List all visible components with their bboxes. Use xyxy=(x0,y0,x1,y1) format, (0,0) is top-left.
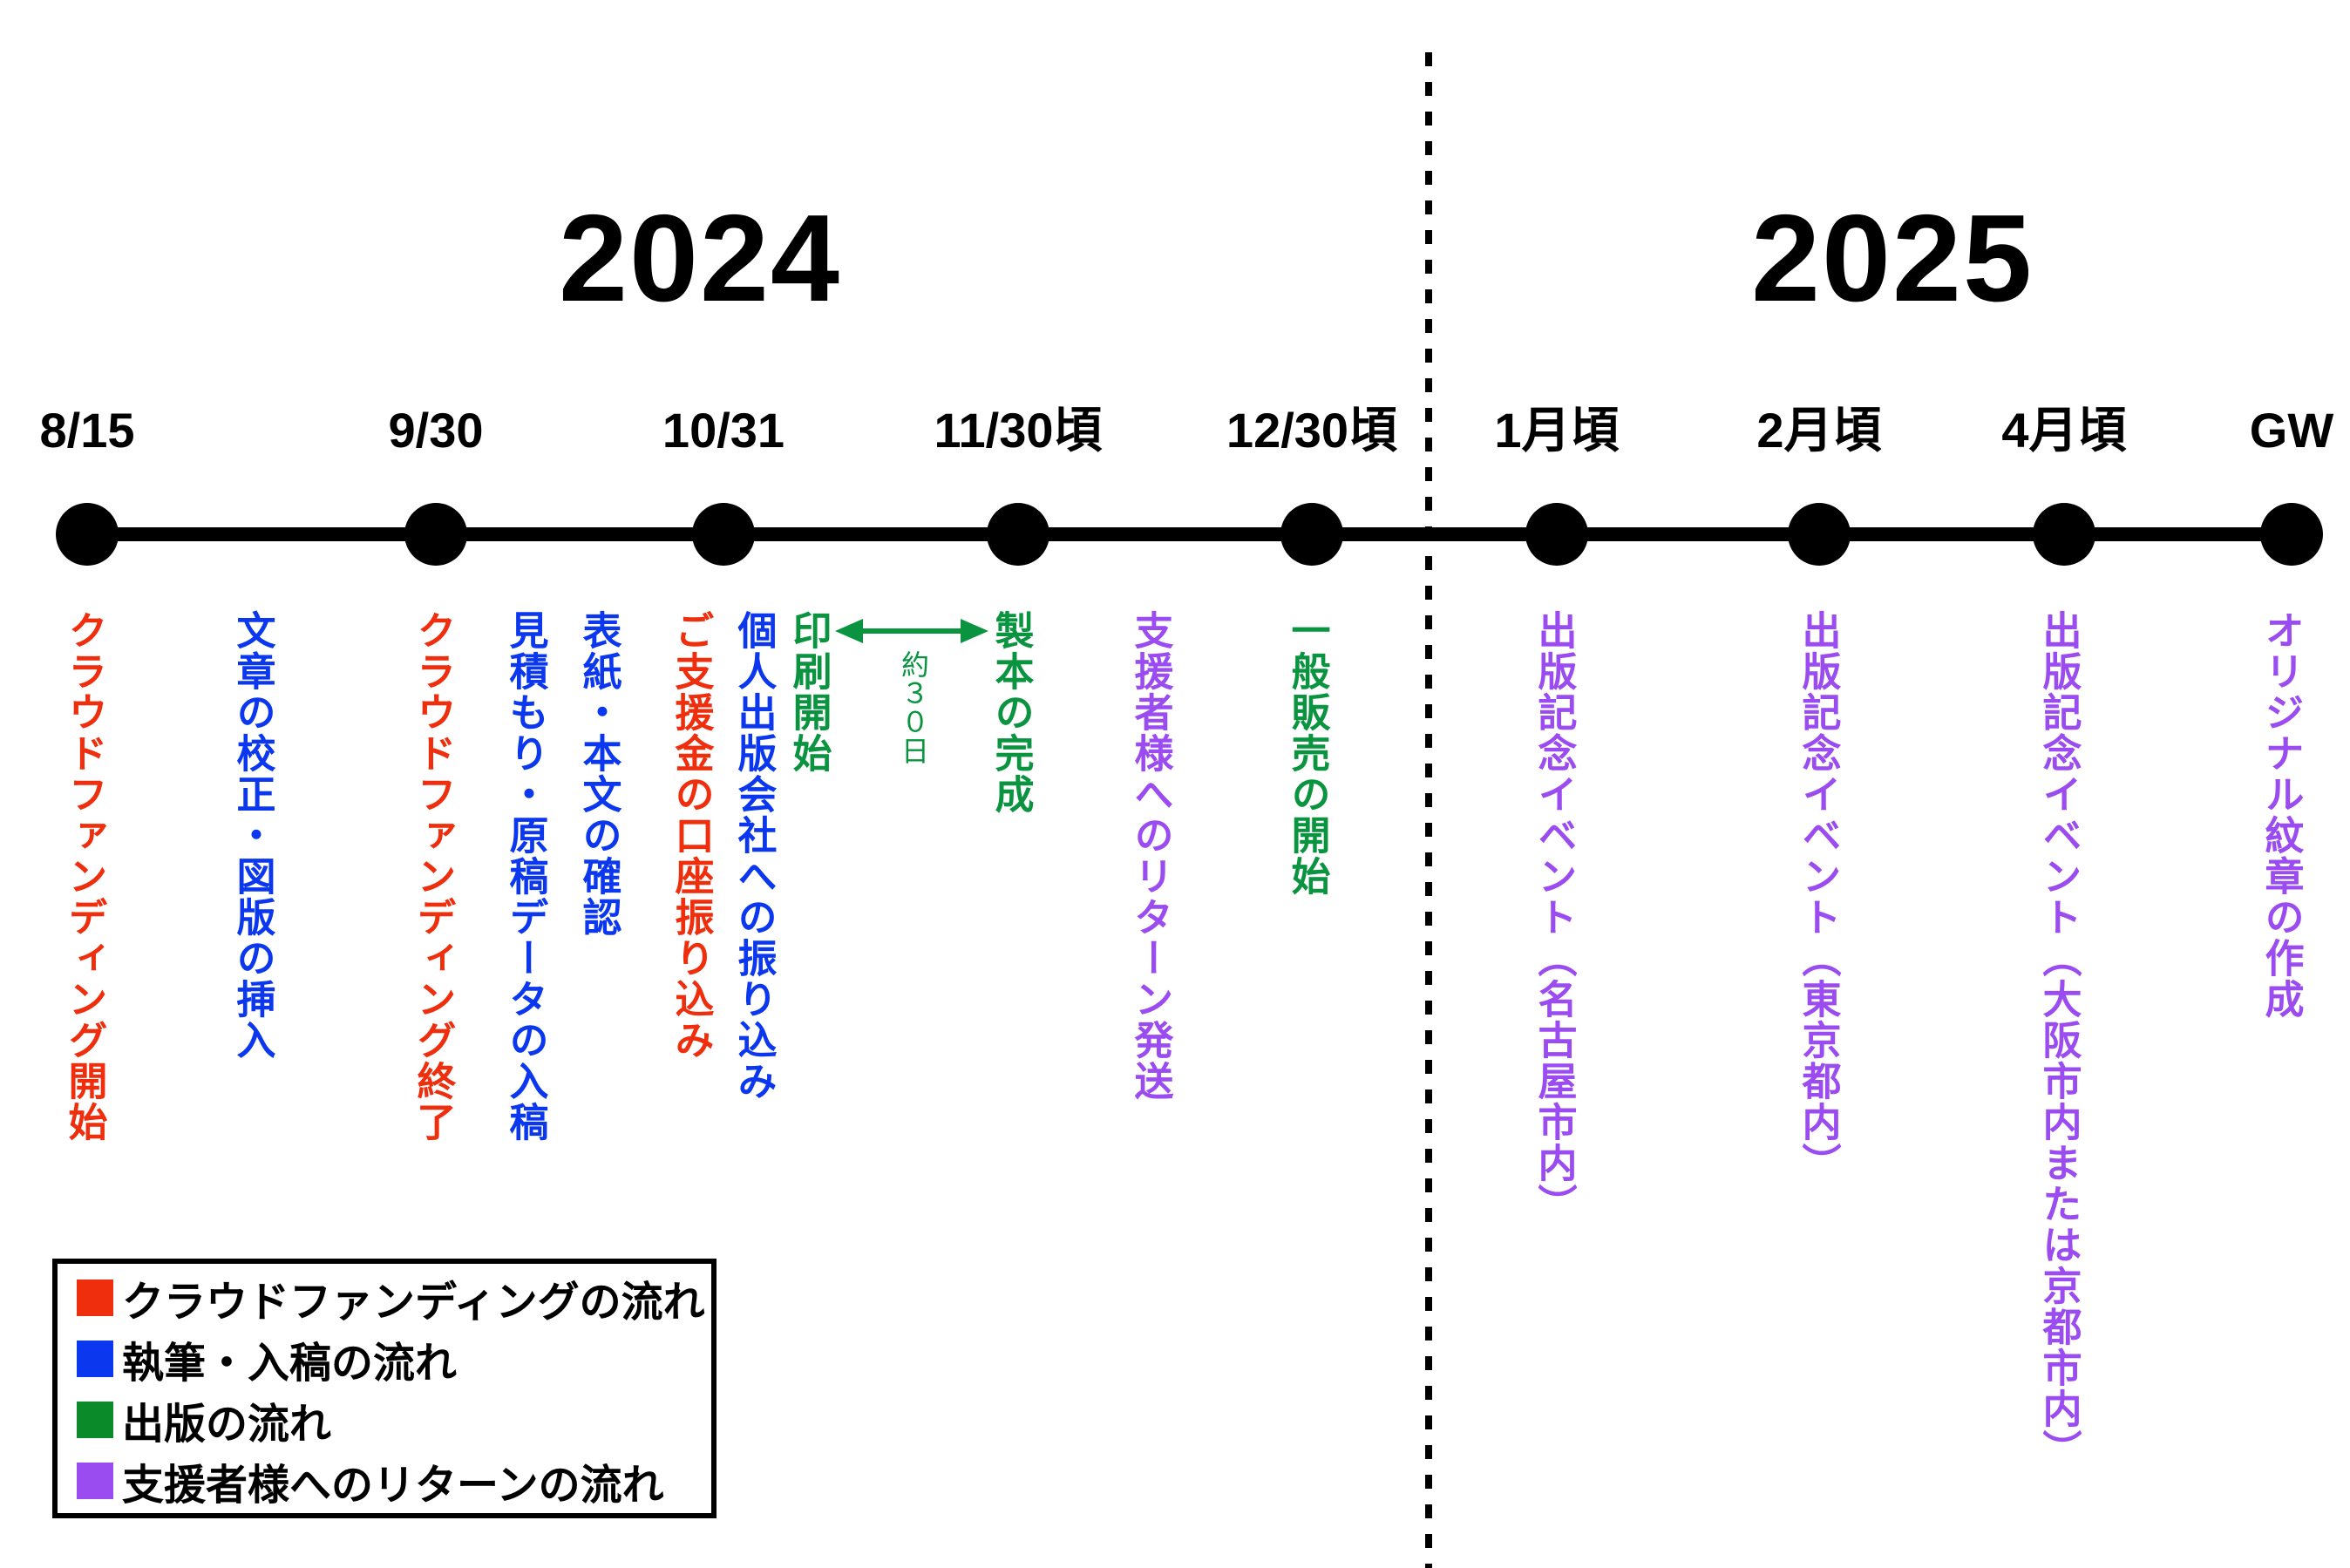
event-label: ご支援金の口座振り込み xyxy=(669,610,714,1061)
timeline-axis xyxy=(87,527,2292,541)
legend-item: 出版の流れ xyxy=(77,1389,711,1450)
event-label: 出版記念イベント（名古屋市内） xyxy=(1532,610,1577,1225)
legend-label: 出版の流れ xyxy=(122,1402,332,1448)
event-label: オリジナル紋章の作成 xyxy=(2258,610,2304,1020)
legend-item: クラウドファンディングの流れ xyxy=(77,1267,711,1328)
event-label: 製本の完成 xyxy=(988,610,1034,815)
legend: クラウドファンディングの流れ 執筆・入稿の流れ 出版の流れ 支援者様へのリターン… xyxy=(52,1259,717,1518)
event-label: 出版記念イベント（東京都内） xyxy=(1796,610,1841,1184)
date-label: 2月頃 xyxy=(1756,403,1882,458)
timeline-dot xyxy=(1280,503,1343,566)
timeline-dot xyxy=(56,503,119,566)
date-label: 8/15 xyxy=(39,403,135,458)
timeline-dot xyxy=(1788,503,1851,566)
event-label: 文章の校正・図版の挿入 xyxy=(230,610,275,1061)
legend-label: クラウドファンディングの流れ xyxy=(122,1280,705,1326)
date-label: 4月頃 xyxy=(2001,403,2127,458)
date-label: GW xyxy=(2249,403,2334,458)
event-label: 一般販売の開始 xyxy=(1285,610,1330,897)
legend-swatch-red-icon xyxy=(77,1280,113,1316)
year-divider-dashed-line xyxy=(1425,52,1432,1568)
event-label: 見積もり・原稿データの入稿 xyxy=(503,610,548,1143)
date-label: 10/31 xyxy=(662,403,785,458)
legend-swatch-blue-icon xyxy=(77,1341,113,1377)
date-label: 12/30頃 xyxy=(1226,403,1398,458)
timeline-dot xyxy=(2033,503,2095,566)
legend-item: 執筆・入稿の流れ xyxy=(77,1328,711,1389)
legend-item: 支援者様へのリターンの流れ xyxy=(77,1450,711,1511)
event-label: 出版記念イベント（大阪市内または京都市内） xyxy=(2036,610,2082,1470)
timeline-dot xyxy=(987,503,1049,566)
event-label: 印刷開始 xyxy=(786,610,832,774)
legend-swatch-purple-icon xyxy=(77,1463,113,1499)
event-label: クラウドファンディング開始 xyxy=(62,610,107,1143)
event-label: 個人出版会社への振り込み xyxy=(731,610,777,1102)
timeline-dot xyxy=(1525,503,1588,566)
event-label: クラウドファンディング終了 xyxy=(411,610,456,1143)
duration-label: 約３０日 xyxy=(898,650,929,765)
timeline-dot xyxy=(692,503,755,566)
date-label: 1月頃 xyxy=(1494,403,1620,458)
event-label: 支援者様へのリターン発送 xyxy=(1128,610,1173,1102)
legend-label: 執筆・入稿の流れ xyxy=(122,1341,458,1387)
timeline-dot xyxy=(2260,503,2323,566)
date-label: 11/30頃 xyxy=(934,403,1103,458)
event-label: 表紙・本文の確認 xyxy=(576,610,621,938)
year-label-2024: 2024 xyxy=(559,189,841,328)
date-label: 9/30 xyxy=(388,403,484,458)
legend-label: 支援者様へのリターンの流れ xyxy=(122,1463,664,1509)
legend-swatch-green-icon xyxy=(77,1402,113,1438)
duration-arrow-icon xyxy=(833,612,990,650)
timeline-dot xyxy=(404,503,467,566)
year-label-2025: 2025 xyxy=(1751,189,2034,328)
